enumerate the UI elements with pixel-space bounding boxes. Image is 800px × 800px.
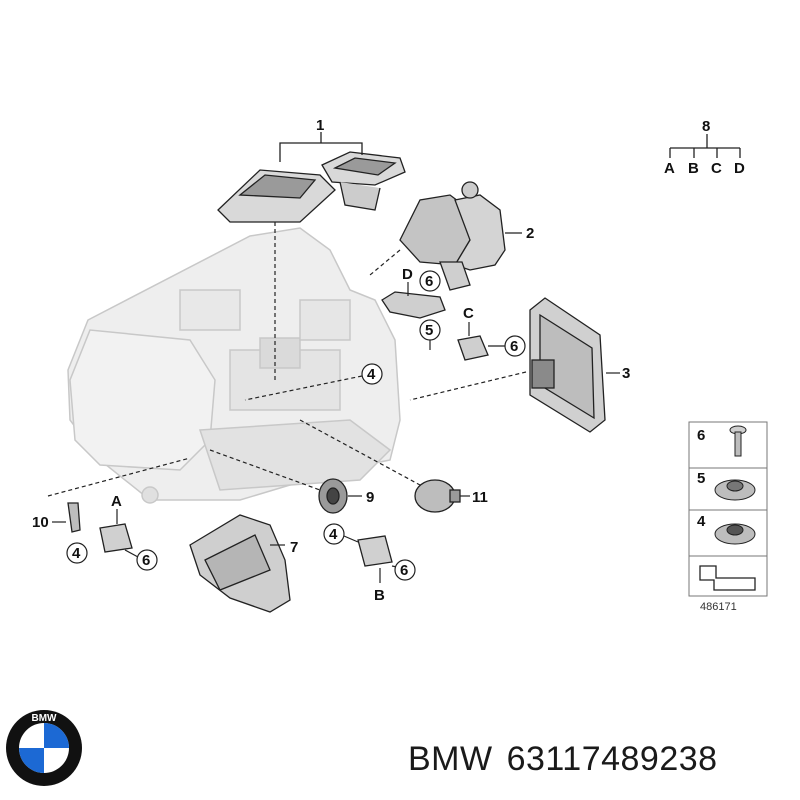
callout-6-d: 6	[425, 273, 433, 290]
callout-3: 3	[622, 365, 630, 382]
side-panel-5: 5	[697, 470, 705, 487]
callout-7: 7	[290, 539, 298, 556]
clip-4-illustration	[714, 523, 756, 545]
callout-6-a: 6	[142, 552, 150, 569]
callout-4-center: 4	[367, 366, 376, 383]
screw-illustration	[729, 425, 747, 457]
legend-8	[669, 134, 741, 158]
legend-8-b: B	[688, 160, 699, 177]
callout-11: 11	[472, 489, 488, 506]
side-panel-6: 6	[697, 427, 705, 444]
part-1-covers	[217, 151, 406, 223]
logo-text: BMW	[32, 713, 58, 724]
callout-2: 2	[526, 225, 534, 242]
clip-5-illustration	[714, 479, 756, 501]
callout-4-a: 4	[72, 545, 81, 562]
letter-c: C	[463, 305, 474, 322]
side-panel-4: 4	[697, 513, 706, 530]
part-10-hose	[67, 502, 81, 533]
callout-1: 1	[316, 117, 324, 134]
part-d-bracket	[381, 291, 446, 319]
legend-8-d: D	[734, 160, 745, 177]
footer: BMW 63117489238	[408, 740, 732, 779]
part-9-cap	[318, 478, 348, 514]
letter-d: D	[402, 266, 413, 283]
callout-4-b: 4	[329, 526, 338, 543]
part-7-bracket	[189, 514, 291, 613]
arrow-icon	[699, 565, 756, 591]
part-b-socket	[357, 535, 393, 567]
bmw-logo-icon: BMW	[6, 710, 82, 786]
headlight-housing	[67, 227, 401, 504]
callout-8: 8	[702, 118, 710, 135]
callout-9: 9	[366, 489, 374, 506]
letter-b: B	[374, 587, 385, 604]
bracket-1	[279, 132, 363, 162]
footer-brand: BMW	[408, 740, 493, 778]
part-2-module	[399, 181, 506, 291]
legend-8-a: A	[664, 160, 675, 177]
part-c-bracket	[457, 335, 489, 361]
callout-10: 10	[32, 514, 49, 531]
part-a-socket	[99, 523, 133, 553]
legend-8-c: C	[711, 160, 722, 177]
callout-6-c: 6	[510, 338, 518, 355]
callout-6-b: 6	[400, 562, 408, 579]
footer-part-number: 63117489238	[506, 740, 718, 778]
part-3-control-unit	[529, 297, 606, 433]
letter-a: A	[111, 493, 122, 510]
part-11-motor	[414, 479, 461, 513]
callout-5: 5	[425, 322, 433, 339]
reference-number: 486171	[700, 601, 737, 613]
